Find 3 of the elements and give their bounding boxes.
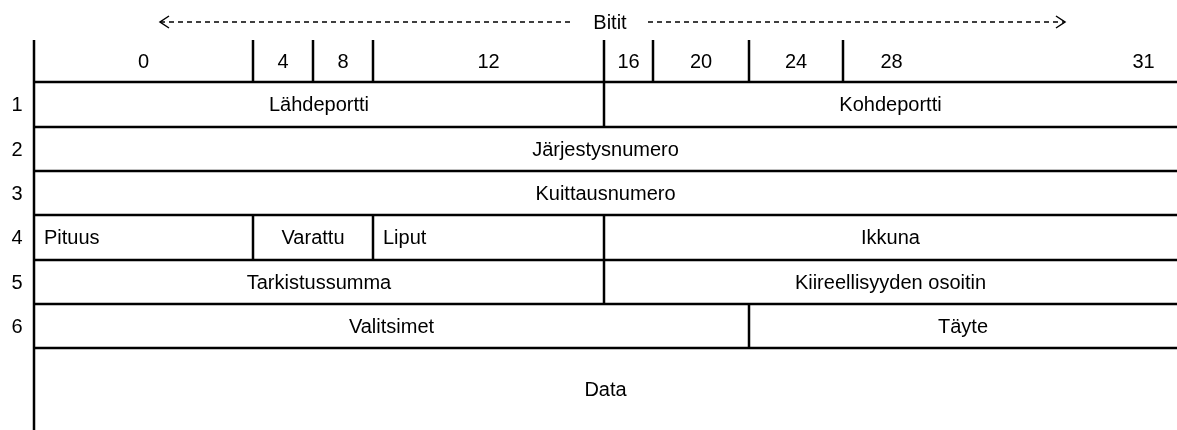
field-name: Kohdeportti [839, 93, 942, 116]
field-name: Liput [383, 226, 427, 249]
field-name: Lähdeportti [268, 93, 370, 116]
